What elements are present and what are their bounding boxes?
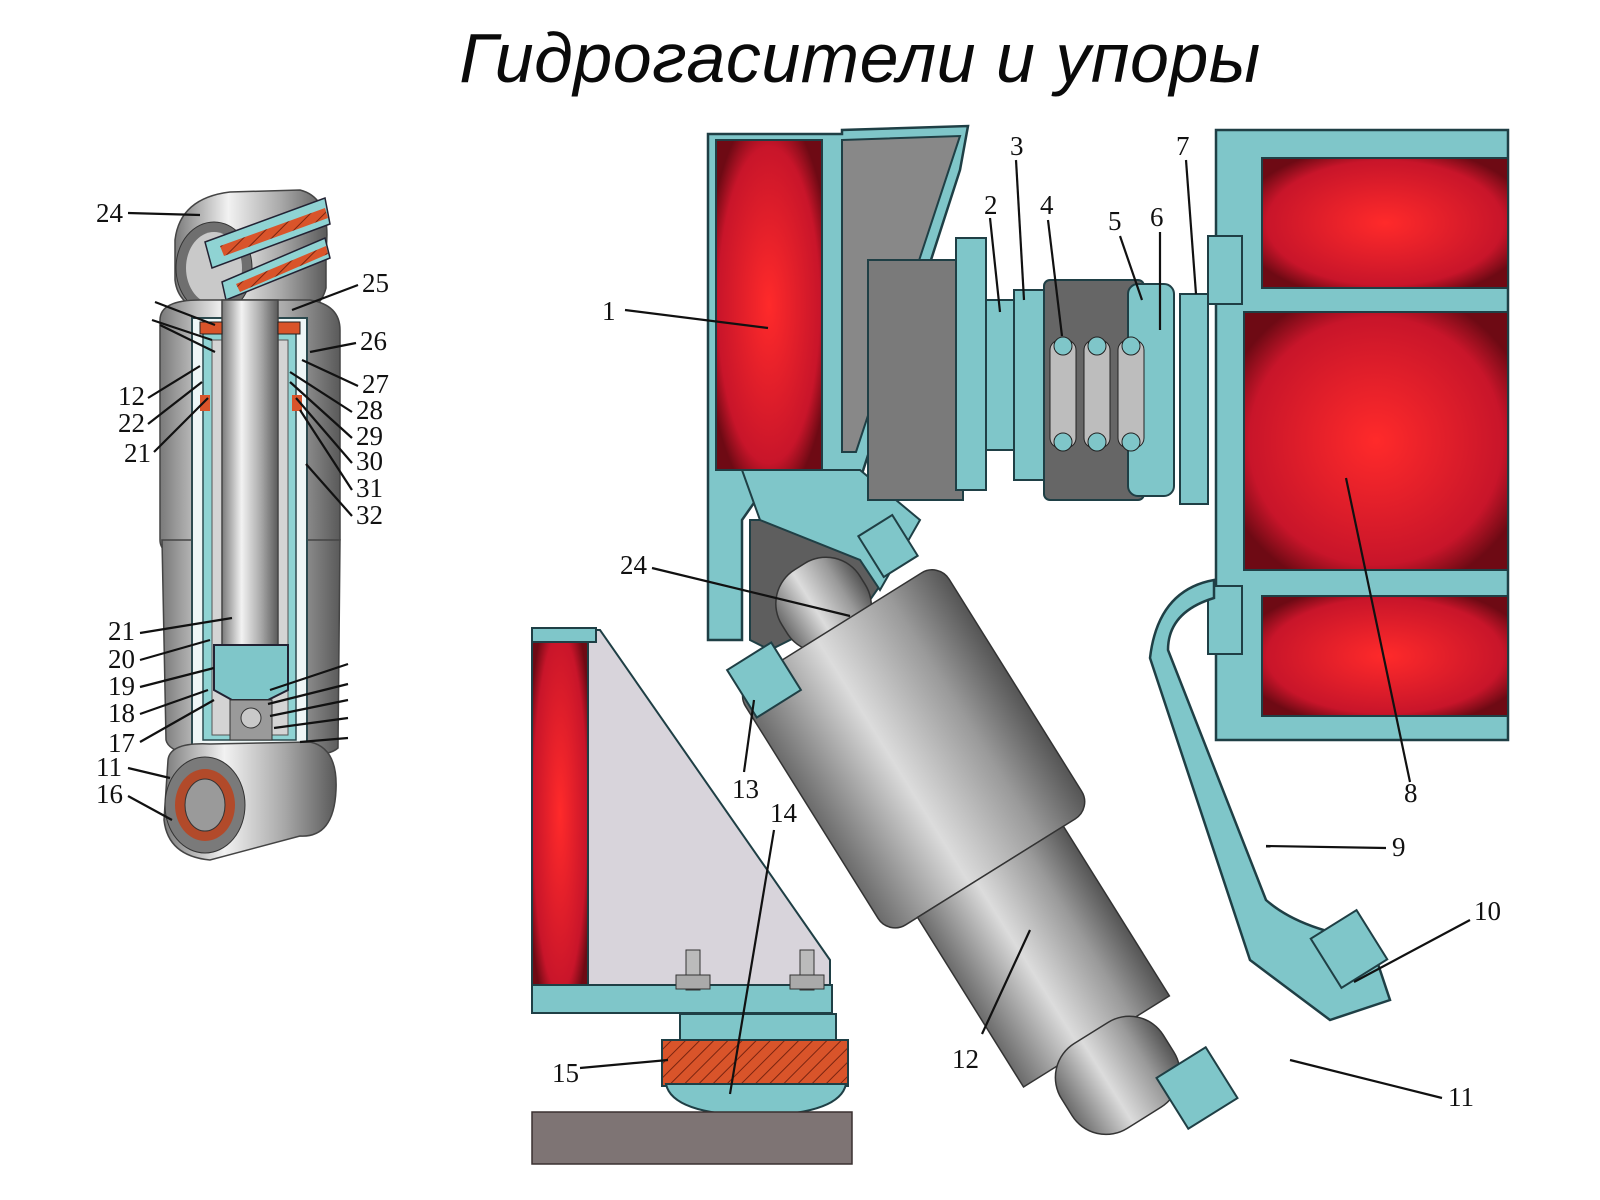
hydraulic-damper	[741, 556, 1181, 1136]
callout-14: 14	[770, 798, 798, 828]
left-callout-17: 17	[108, 728, 135, 758]
callout-6: 6	[1150, 202, 1164, 232]
bolts	[725, 513, 1389, 1131]
upper-eye	[174, 189, 331, 315]
page-title: Гидрогасители и упоры	[459, 19, 1261, 97]
callout-4: 4	[1040, 190, 1054, 220]
right-callouts: 1 2 3 4 5 6 7 8 9 10 11	[552, 131, 1501, 1112]
callout-1: 1	[602, 296, 616, 326]
callout-13: 13	[732, 774, 759, 804]
callout-12: 12	[952, 1044, 979, 1074]
left-callout-25: 25	[362, 268, 389, 298]
side-frame-box	[1179, 128, 1510, 742]
callout-5: 5	[1108, 206, 1122, 236]
left-callout-21: 21	[108, 616, 135, 646]
left-callout-19: 19	[108, 671, 135, 701]
callout-11: 11	[1448, 1082, 1474, 1112]
left-callout-26: 26	[360, 326, 387, 356]
left-callout-31: 31	[356, 473, 383, 503]
left-callout-28: 28	[356, 395, 383, 425]
left-callout-21-top: 21	[124, 438, 151, 468]
left-callout-20: 20	[108, 644, 135, 674]
lower-stop-bracket	[531, 627, 853, 1165]
left-callout-24: 24	[96, 198, 124, 228]
callout-8: 8	[1404, 778, 1418, 808]
left-callout-12: 12	[118, 381, 145, 411]
callout-7: 7	[1176, 131, 1190, 161]
callout-9: 9	[1392, 832, 1406, 862]
left-callout-16: 16	[96, 779, 123, 809]
stop-block	[867, 237, 1175, 501]
left-callout-32: 32	[356, 500, 383, 530]
callout-2: 2	[984, 190, 998, 220]
left-callouts: 24 12 22 21 21 20 19 18 17	[96, 198, 349, 821]
lower-eye	[163, 741, 337, 861]
callout-10: 10	[1474, 896, 1501, 926]
bogie-assembly: 1 2 3 4 5 6 7 8 9 10 11	[531, 124, 1510, 1165]
left-callout-18: 18	[108, 698, 135, 728]
callout-15: 15	[552, 1058, 579, 1088]
callout-3: 3	[1010, 131, 1024, 161]
callout-24: 24	[620, 550, 648, 580]
left-callout-11: 11	[96, 752, 122, 782]
right-callouts-left-view: 25 26 27 28 29 30 31 32	[289, 268, 389, 530]
damper-cutaway: 24 12 22 21 21 20 19 18 17	[96, 189, 389, 861]
left-callout-30: 30	[356, 446, 383, 476]
left-callout-29: 29	[356, 421, 383, 451]
left-callout-22: 22	[118, 408, 145, 438]
left-callout-27: 27	[362, 369, 389, 399]
